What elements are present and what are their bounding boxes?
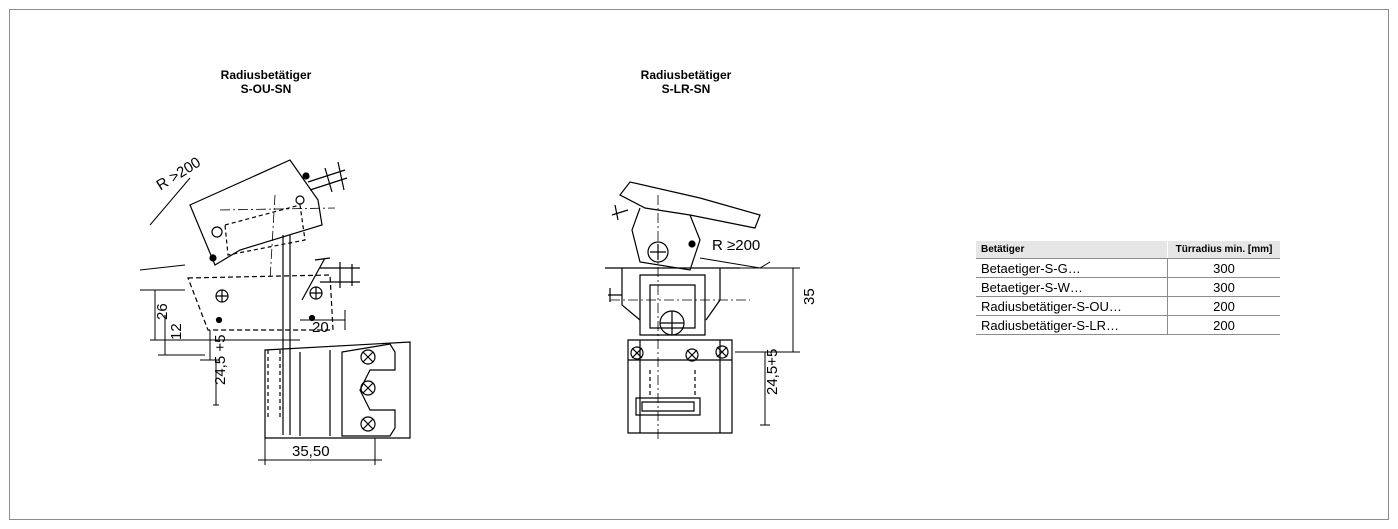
left-dim-12-ext <box>200 330 220 361</box>
left-dim-26-lines <box>140 289 300 341</box>
left-screw-a <box>360 349 376 365</box>
header-radius: Türradius min. [mm] <box>1167 241 1280 259</box>
right-lower-pivot-cross <box>660 311 684 335</box>
right-screw-crosses <box>631 346 728 361</box>
right-hidden-lines <box>649 370 696 395</box>
left-dim-3550-lines <box>258 438 382 465</box>
left-dot-1 <box>302 172 310 180</box>
header-actuator: Betätiger <box>976 241 1168 259</box>
left-dim-26: 26 <box>154 303 171 320</box>
cell-radius: 200 <box>1167 315 1280 335</box>
table-row: Betaetiger-S-G… 300 <box>976 258 1280 278</box>
left-dot-2 <box>209 254 217 262</box>
table-row: Radiusbetätiger-S-LR… 200 <box>976 315 1280 335</box>
cell-radius: 300 <box>1167 277 1280 297</box>
right-title-line1: Radiusbetätiger <box>640 68 732 82</box>
left-screw-crosses <box>362 351 374 430</box>
left-dim-20-lines <box>300 310 346 330</box>
door-radius-table: Betätiger Türradius min. [mm] Betaetiger… <box>976 241 1280 335</box>
left-title-line1: Radiusbetätiger <box>220 68 312 82</box>
left-title-line2: S-OU-SN <box>240 82 292 96</box>
left-center-lines <box>219 194 336 281</box>
right-dim-radius: R ≥200 <box>712 237 760 254</box>
left-actuator-head <box>189 159 323 266</box>
cell-actuator: Radiusbetätiger-S-OU… <box>976 296 1168 316</box>
right-actuator-plate <box>619 181 761 229</box>
right-dim-245-line <box>760 352 770 426</box>
cell-actuator: Betaetiger-S-W… <box>976 277 1168 297</box>
right-screw-3 <box>715 345 729 359</box>
right-switch-slot <box>635 397 701 416</box>
left-dim-3550: 35,50 <box>292 443 330 460</box>
right-drawing-title: Radiusbetätiger S-LR-SN <box>626 68 746 96</box>
left-adjust-screw-mid <box>301 257 360 301</box>
right-screw-1 <box>630 346 644 360</box>
left-switch-body-lines <box>299 350 331 436</box>
left-drawing-title: Radiusbetätiger S-OU-SN <box>206 68 326 96</box>
cell-actuator: Betaetiger-S-G… <box>976 258 1168 278</box>
left-pivot-crosshairs <box>216 287 322 302</box>
left-dim-12: 12 <box>168 323 185 340</box>
left-hole-2 <box>295 195 305 205</box>
left-switch-body <box>264 341 411 439</box>
left-dim-20: 20 <box>312 319 329 336</box>
left-adjust-screw-top <box>307 161 348 193</box>
left-dim-12-lines <box>158 315 205 356</box>
right-screw-2 <box>685 348 699 362</box>
right-dot <box>688 240 696 248</box>
right-dimensions <box>699 257 800 426</box>
right-radius-leader <box>699 257 800 269</box>
right-center-lines <box>610 195 750 440</box>
left-shaft-hidden <box>267 350 281 420</box>
table-row: Radiusbetätiger-S-OU… 200 <box>976 296 1280 316</box>
cell-actuator: Radiusbetätiger-S-LR… <box>976 315 1168 335</box>
right-title-line2: S-LR-SN <box>661 82 711 96</box>
left-shaft <box>282 235 291 435</box>
left-dim-245: 24,5 +5 <box>212 335 229 385</box>
outer-frame <box>9 9 1389 520</box>
right-dim-35-lines <box>735 268 800 353</box>
cell-radius: 300 <box>1167 258 1280 278</box>
left-dim-radius: R >200 <box>153 154 203 194</box>
right-switch-body <box>627 339 733 434</box>
left-dim-245-line <box>213 360 219 406</box>
right-dim-245: 24,5+5 <box>764 349 781 395</box>
left-actuator-inner <box>224 204 306 256</box>
right-housing-window <box>639 274 706 336</box>
right-dim-35: 35 <box>801 288 818 305</box>
left-switch-cap <box>341 343 396 437</box>
left-drawing-s-ou-sn <box>187 159 411 439</box>
left-dimensions <box>139 177 382 465</box>
left-dot-3 <box>215 316 223 324</box>
left-hole-1 <box>211 226 223 238</box>
left-screw-b <box>360 380 376 396</box>
table-row: Betaetiger-S-W… 300 <box>976 277 1280 297</box>
right-actuator-arm <box>631 207 701 271</box>
left-radius-leaders <box>139 177 191 271</box>
left-lower-housing-outline <box>187 274 334 331</box>
right-knob-top <box>611 204 629 221</box>
table-header-row: Betätiger Türradius min. [mm] <box>976 241 1280 259</box>
cell-radius: 200 <box>1167 296 1280 316</box>
right-drawing-s-lr-sn <box>605 181 761 440</box>
left-screw-c <box>360 416 376 432</box>
